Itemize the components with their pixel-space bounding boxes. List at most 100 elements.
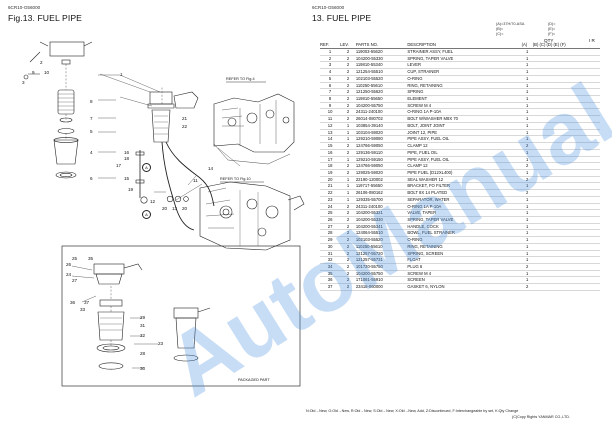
cell-description: CLAMP 12 <box>407 162 522 170</box>
cell-parts-no: 104200-55321 <box>355 209 408 217</box>
cell-ref: 9 <box>320 102 341 110</box>
cell-qty-rest <box>532 196 600 204</box>
cell-lev: 1 <box>340 129 356 137</box>
cell-qty-rest <box>532 75 600 83</box>
cell-parts-no: 104200-55330 <box>355 55 408 63</box>
cell-parts-no: 119810-55340 <box>355 61 408 70</box>
cell-parts-no: 119003-55620 <box>355 48 408 56</box>
cell-qty-rest <box>532 203 600 211</box>
cell-lev: 2 <box>340 263 356 271</box>
assembled-separator <box>175 317 197 349</box>
cell-description: BOLT 8X 14 PLATED <box>407 189 522 197</box>
packaged-part-label: PACKAGED PART <box>238 378 270 382</box>
right-page-code: 6CR10-G56000 <box>312 5 345 10</box>
cell-ref: 17 <box>320 156 341 164</box>
cell-qty-a: 1 <box>521 55 533 63</box>
cell-description: BOWL, FUEL STRAINER <box>407 229 522 238</box>
cell-ref: 29 <box>320 236 341 244</box>
callout-7: 7 <box>90 116 93 121</box>
cell-ref: 36 <box>320 276 341 285</box>
cell-qty-a: 1 <box>521 250 533 258</box>
refer-mid-label: REFER TO Fig.10 <box>220 177 251 181</box>
cell-parts-no: 102103-55520 <box>355 75 408 83</box>
cell-ref: 26 <box>320 216 341 224</box>
cell-ref: 1 <box>320 48 341 56</box>
cell-qty-a: 1 <box>521 229 533 238</box>
strainer-cup <box>53 139 79 165</box>
cell-qty-rest <box>532 276 600 285</box>
callout-5: 5 <box>90 129 93 134</box>
cell-ref: 8 <box>320 95 341 103</box>
cell-ref: 15 <box>320 142 341 150</box>
cell-ref: 34 <box>320 263 341 271</box>
refer-labels <box>220 81 266 183</box>
cell-qty-rest <box>532 88 600 97</box>
cell-lev: 1 <box>340 176 356 184</box>
callout-23: 23 <box>158 341 164 346</box>
col-qty-rest: (B) (C) (D) (E) (F) <box>532 40 600 49</box>
cell-lev: 2 <box>340 149 356 157</box>
cell-parts-no: 24311-240100 <box>355 108 408 117</box>
callout-19: 19 <box>128 187 134 192</box>
cell-ref: 30 <box>320 243 341 251</box>
cell-description: GASKET 6, NYLON <box>407 283 522 291</box>
cell-description: PIPE FUEL (D12XL400) <box>407 169 522 177</box>
cell-lev: 2 <box>340 108 356 117</box>
cell-parts-no: 121257-55731 <box>355 256 408 264</box>
cell-parts-no: 124064-55510 <box>355 229 408 238</box>
cell-description: FLOAT <box>407 256 522 264</box>
cell-lev: 2 <box>340 270 356 278</box>
cell-parts-no: 129335-55700 <box>355 196 408 204</box>
cell-lev: 2 <box>340 95 356 103</box>
cell-lev: 2 <box>340 55 356 63</box>
cell-description: O-RING 1A P-10A <box>407 203 522 211</box>
spec-d: (D)= <box>548 22 556 26</box>
cell-description: JOINT 12, PIPE <box>407 129 522 137</box>
cell-qty-rest <box>532 61 600 70</box>
cell-lev: 2 <box>340 223 356 231</box>
packaged-part-box <box>61 245 301 387</box>
exploded-parts-drawing <box>23 41 305 387</box>
col-qty-a: (A) <box>521 40 533 49</box>
cell-qty-a: 1 <box>521 48 533 56</box>
cell-lev: 1 <box>340 122 356 130</box>
cell-qty-a: 1 <box>521 129 533 137</box>
cell-qty-a: 1 <box>521 196 533 204</box>
cell-parts-no: 119717-55650 <box>355 182 408 191</box>
cell-parts-no: 102103-55520 <box>355 236 408 244</box>
cell-description: O-RING <box>407 236 522 244</box>
cell-ref: 12 <box>320 122 341 130</box>
cell-qty-a: 1 <box>521 115 533 123</box>
cell-qty-rest <box>532 162 600 170</box>
cell-description: SCREEN <box>407 276 522 285</box>
cell-lev: 2 <box>340 216 356 224</box>
cell-ref: 14 <box>320 135 341 144</box>
cell-parts-no: 110250-55610 <box>355 82 408 90</box>
cell-lev: 2 <box>340 82 356 90</box>
cell-qty-rest <box>532 263 600 271</box>
cell-lev: 2 <box>340 102 356 110</box>
cell-description: RING, RETAINING <box>407 243 522 251</box>
cell-qty-rest <box>532 95 600 103</box>
cell-parts-no: 101720-55750 <box>355 263 408 271</box>
callout-17: 17 <box>116 163 122 168</box>
cell-description: PIPE, FUEL OIL <box>407 149 522 157</box>
cell-description: CUP, STRAINER <box>407 68 522 76</box>
cell-lev: 2 <box>340 236 356 244</box>
cell-qty-a: 1 <box>521 88 533 97</box>
callout-25: 25 <box>72 256 78 261</box>
cell-parts-no: 22190-120002 <box>355 176 408 184</box>
cell-ref: 22 <box>320 189 341 197</box>
cell-qty-rest <box>532 115 600 123</box>
cell-qty-rest <box>532 68 600 76</box>
cell-qty-rest <box>532 122 600 130</box>
cell-ref: 24 <box>320 203 341 211</box>
callout-6: 6 <box>90 176 93 181</box>
